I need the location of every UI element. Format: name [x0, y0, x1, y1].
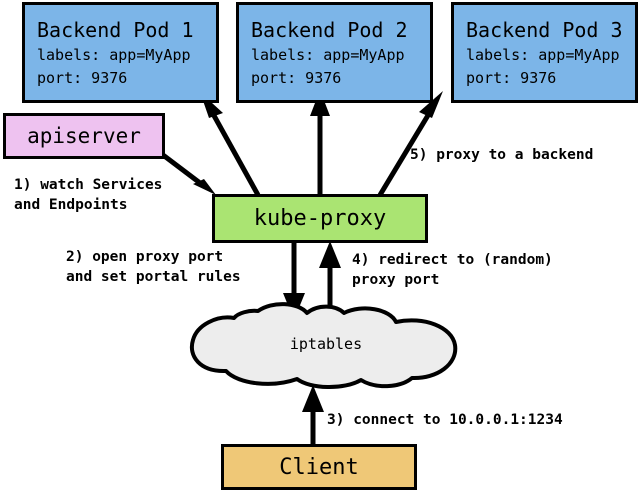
iptables-label: iptables — [289, 335, 363, 353]
edge-label-step-1: 1) watch Services and Endpoints — [14, 177, 163, 213]
edge-kube-proxy-to-pod-1 — [200, 92, 261, 197]
node-backend-pod-1[interactable]: Backend Pod 1 labels: app=MyApp port: 93… — [22, 2, 219, 103]
edge-label-step-2: 2) open proxy port and set portal rules — [66, 249, 241, 285]
node-kube-proxy[interactable]: kube-proxy — [212, 194, 428, 243]
iptables-cloud-shape — [189, 302, 458, 389]
pod-2-name: Backend Pod 2 — [251, 18, 408, 42]
node-iptables[interactable]: iptables — [190, 305, 462, 387]
pod-2-port: port: 9376 — [251, 69, 342, 87]
pod-3-labels: labels: app=MyApp — [466, 46, 620, 64]
node-apiserver[interactable]: apiserver — [3, 113, 165, 159]
pod-1-name: Backend Pod 1 — [37, 18, 194, 42]
pod-3-port: port: 9376 — [466, 69, 557, 87]
client-label: Client — [279, 454, 359, 480]
pod-2-labels: labels: app=MyApp — [251, 46, 405, 64]
edge-label-step-3: 3) connect to 10.0.0.1:1234 — [327, 412, 563, 428]
pod-1-labels: labels: app=MyApp — [37, 46, 191, 64]
edge-kube-proxy-to-pod-2 — [310, 90, 330, 195]
node-client[interactable]: Client — [221, 444, 417, 490]
pod-3-name: Backend Pod 3 — [466, 18, 623, 42]
apiserver-label: apiserver — [27, 124, 141, 148]
node-backend-pod-2[interactable]: Backend Pod 2 labels: app=MyApp port: 93… — [236, 2, 433, 103]
edge-kube-proxy-to-pod-3 — [377, 91, 443, 197]
edge-label-step-4: 4) redirect to (random) proxy port — [352, 252, 553, 288]
node-backend-pod-3[interactable]: Backend Pod 3 labels: app=MyApp port: 93… — [451, 2, 638, 103]
edge-client-to-iptables — [302, 385, 324, 444]
kube-proxy-label: kube-proxy — [253, 206, 387, 231]
pod-1-port: port: 9376 — [37, 69, 128, 87]
edge-apiserver-to-kube-proxy — [161, 153, 216, 195]
edge-label-step-5: 5) proxy to a backend — [410, 147, 594, 163]
